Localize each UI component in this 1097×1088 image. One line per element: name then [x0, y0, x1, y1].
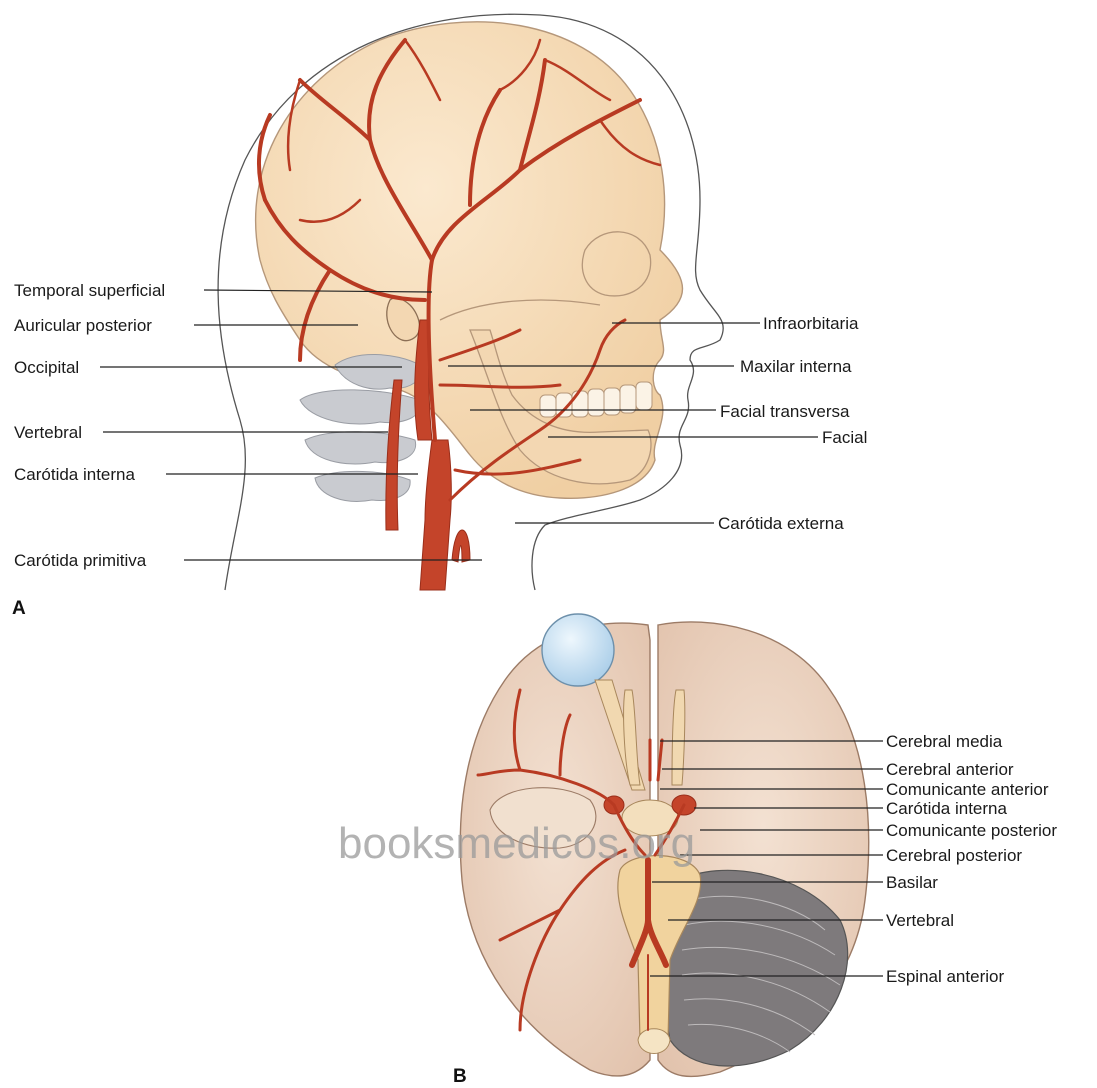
label-basilar: Basilar: [886, 873, 938, 892]
common-carotid: [420, 440, 451, 590]
label-facial-transversa: Facial transversa: [720, 402, 850, 421]
label-maxilar-interna: Maxilar interna: [740, 357, 852, 376]
label-cerebral-posterior: Cerebral posterior: [886, 846, 1022, 865]
label-auricular-posterior: Auricular posterior: [14, 316, 152, 335]
label-facial: Facial: [822, 428, 867, 447]
external-carotid-vessel: [452, 530, 470, 562]
label-occipital: Occipital: [14, 358, 79, 377]
cervical-vertebrae: [300, 354, 421, 501]
label-carotida-primitiva: Carótida primitiva: [14, 551, 147, 570]
panel-a-illustration: [218, 14, 723, 590]
skull: [256, 22, 683, 498]
label-infraorbitaria: Infraorbitaria: [763, 314, 859, 333]
label-espinal-anterior: Espinal anterior: [886, 967, 1004, 986]
panel-b-letter: B: [453, 1066, 467, 1087]
label-temporal-superficial: Temporal superficial: [14, 281, 165, 300]
label-cerebral-media: Cerebral media: [886, 732, 1003, 751]
panel-a-letter: A: [12, 598, 26, 619]
label-comunicante-posterior: Comunicante posterior: [886, 821, 1057, 840]
label-carotida-externa: Carótida externa: [718, 514, 844, 533]
watermark: booksmedicos.org: [338, 819, 695, 868]
label-carotida-interna-b: Carótida interna: [886, 799, 1008, 818]
eyeball: [542, 614, 614, 686]
label-comunicante-anterior: Comunicante anterior: [886, 780, 1049, 799]
label-carotida-interna-a: Carótida interna: [14, 465, 136, 484]
olfactory-tract-right: [672, 690, 685, 785]
label-vertebral-a: Vertebral: [14, 423, 82, 442]
medulla-cross-section: [638, 1029, 670, 1054]
label-cerebral-anterior: Cerebral anterior: [886, 760, 1014, 779]
label-vertebral-b: Vertebral: [886, 911, 954, 930]
